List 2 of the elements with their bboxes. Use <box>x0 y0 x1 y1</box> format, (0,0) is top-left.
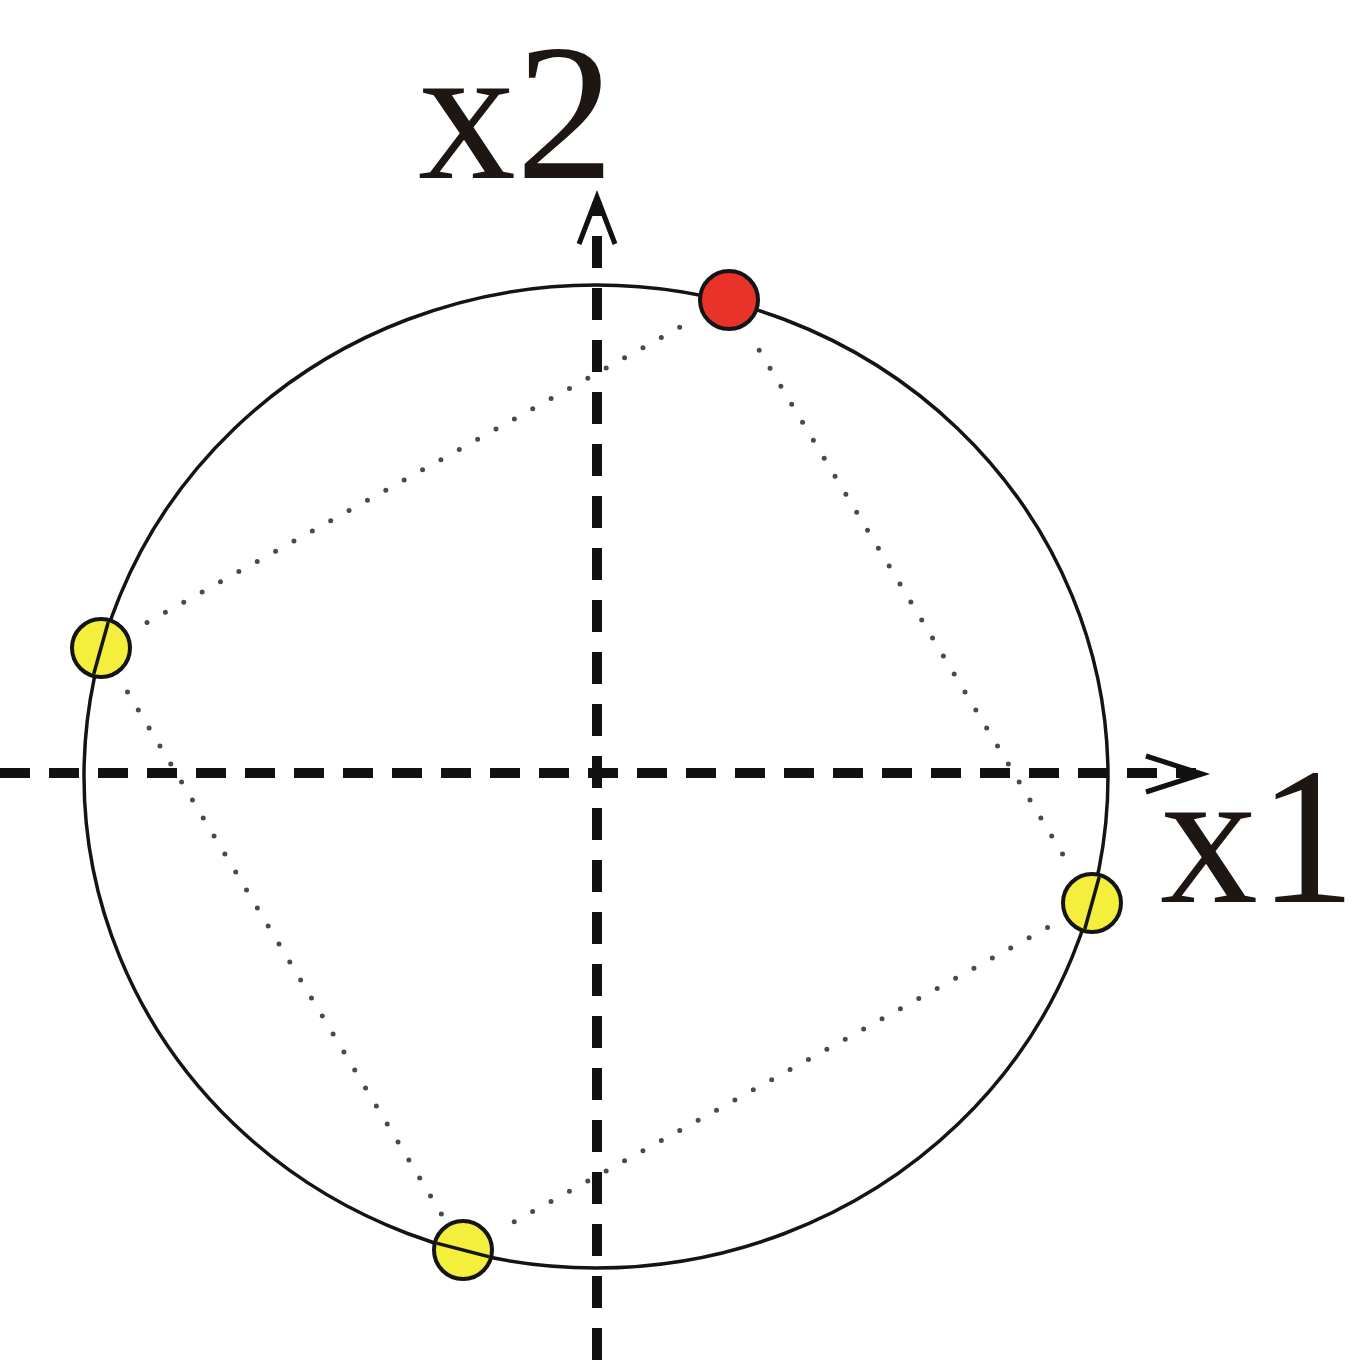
axis-label: x2 <box>418 45 614 179</box>
axis-label: x1 <box>1160 769 1356 903</box>
